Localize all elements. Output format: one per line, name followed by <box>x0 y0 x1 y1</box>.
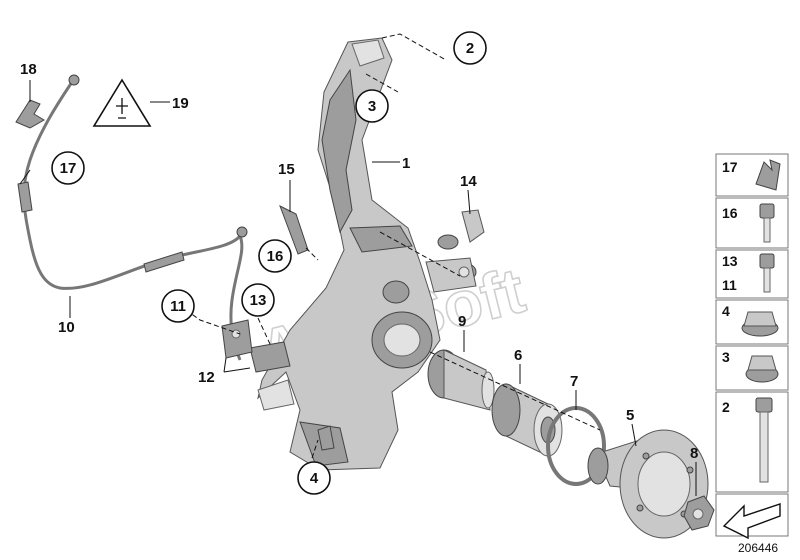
svg-text:3: 3 <box>368 98 376 115</box>
document-number: 206446 <box>738 541 778 555</box>
svg-text:17: 17 <box>60 160 77 177</box>
callout-3: 3 <box>355 89 389 123</box>
panel-label-11: 11 <box>722 277 737 293</box>
label-18: 18 <box>20 61 37 78</box>
clip-part <box>15 99 45 129</box>
label-12: 12 <box>198 369 215 386</box>
bolt-thumbnail-13 <box>759 253 775 269</box>
label-1: 1 <box>402 155 410 172</box>
wheel-speed-sensor-part <box>221 319 291 373</box>
clip-thumbnail <box>755 159 781 191</box>
panel-label-16: 16 <box>722 205 738 221</box>
svg-text:16: 16 <box>267 248 284 265</box>
panel-label-3: 3 <box>722 349 730 365</box>
label-5: 5 <box>626 407 634 424</box>
panel-label-17: 17 <box>722 159 738 175</box>
label-19: 19 <box>172 95 189 112</box>
steering-knuckle-part <box>257 37 441 471</box>
panel-label-13: 13 <box>722 253 738 269</box>
callout-2: 2 <box>453 31 487 65</box>
warning-triangle-icon <box>92 78 152 127</box>
bolt-part <box>317 425 335 451</box>
sensor-wire-part <box>17 74 248 361</box>
label-6: 6 <box>514 347 522 364</box>
label-8: 8 <box>690 445 698 462</box>
wheel-bearing-part <box>491 383 563 457</box>
svg-text:4: 4 <box>310 470 319 487</box>
linkage-part <box>425 209 485 293</box>
axle-stub-part <box>427 349 495 411</box>
callout-16: 16 <box>258 239 292 273</box>
label-9: 9 <box>458 313 466 330</box>
label-7: 7 <box>570 373 578 390</box>
label-15: 15 <box>278 161 295 178</box>
leader-lines <box>19 33 697 496</box>
callout-4: 4 <box>297 461 331 495</box>
label-10: 10 <box>58 319 75 336</box>
svg-text:11: 11 <box>170 298 186 315</box>
bolt-thumbnail-16 <box>759 203 775 219</box>
callout-11: 11 <box>161 289 195 323</box>
panel-label-2: 2 <box>722 399 730 415</box>
long-bolt-thumbnail <box>755 397 773 413</box>
hardware-side-panel: 17 16 13 11 4 3 2 <box>715 153 789 540</box>
panel-label-4: 4 <box>722 303 730 319</box>
collar-nut-part <box>683 495 715 531</box>
svg-text:13: 13 <box>250 292 267 309</box>
label-14: 14 <box>460 173 477 190</box>
callout-13: 13 <box>241 283 275 317</box>
navigation-arrow-icon <box>722 503 781 540</box>
svg-text:2: 2 <box>466 40 474 57</box>
bracket-part <box>279 204 309 255</box>
callout-17: 17 <box>51 151 85 185</box>
